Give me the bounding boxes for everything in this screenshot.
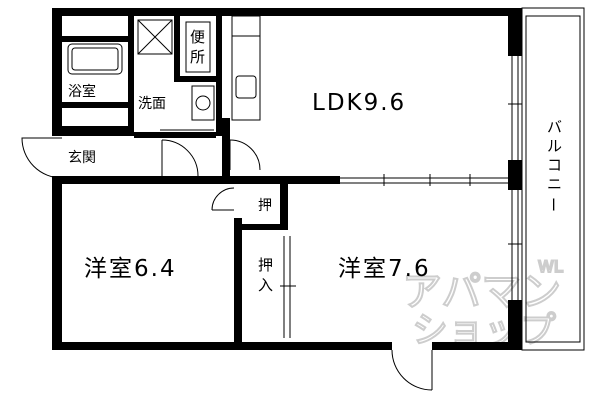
toilet-char-2: 所	[190, 48, 205, 66]
room-label-bath: 浴室	[68, 83, 96, 100]
room-label-entrance: 玄関	[68, 149, 96, 166]
watermark-side: WL	[538, 257, 563, 276]
room-label-ldk: LDK9.6	[312, 90, 406, 116]
left-window	[54, 210, 61, 318]
watermark-line1: アパマン	[402, 269, 561, 315]
washer-space-icon	[137, 19, 173, 55]
closet-b-line1: 押	[258, 256, 273, 274]
interior-walls	[52, 16, 508, 342]
balcony-char: ニ	[547, 175, 562, 193]
room-label-western-b: 洋室7.6	[338, 256, 431, 282]
kitchen-counter	[231, 15, 261, 121]
toilet-char-1: 便	[190, 28, 205, 46]
doors	[21, 137, 433, 391]
exterior-walls	[52, 8, 522, 350]
balcony-char: ー	[544, 197, 562, 212]
room-label-washroom: 洗面	[138, 96, 166, 112]
balcony	[521, 7, 585, 351]
right-windows	[508, 56, 522, 300]
room-label-toilet: 便 所	[190, 28, 210, 66]
sink-icon	[195, 95, 211, 111]
room-label-closet-b: 押 入	[258, 256, 278, 294]
fixtures	[67, 15, 261, 131]
balcony-char: ル	[547, 137, 562, 155]
bathtub-icon	[67, 43, 123, 75]
balcony-char: コ	[547, 156, 562, 174]
closet-b-line2: 入	[258, 276, 273, 294]
watermark: アパマン ショップ WL	[401, 256, 564, 352]
room-label-closet: 押	[258, 198, 272, 214]
room-label-western-a: 洋室6.4	[84, 256, 177, 282]
kitchen-sink-icon	[235, 75, 257, 99]
balcony-char: バ	[547, 118, 562, 136]
